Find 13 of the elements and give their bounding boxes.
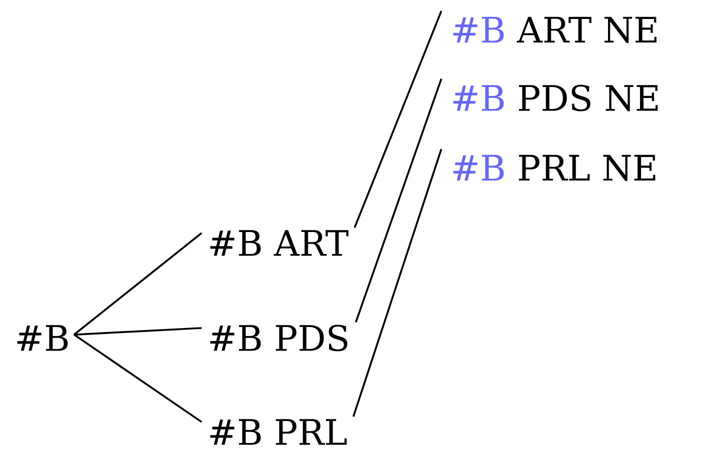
connector-line	[74, 334, 202, 423]
text-label: #B PRL	[210, 419, 347, 445]
connector-line	[74, 327, 202, 336]
text-label: #B PDS	[210, 324, 348, 352]
text-label: #B	[17, 325, 68, 351]
text-label: #B PDS NE	[453, 84, 658, 112]
connector-line	[354, 78, 442, 322]
connector-line	[352, 148, 442, 417]
connector-line	[74, 232, 202, 336]
text-label: #B PRL NE	[453, 154, 656, 182]
connector-line	[354, 10, 442, 228]
text-label: #B ART	[210, 230, 348, 256]
text-label: #B ART NE	[453, 16, 656, 44]
